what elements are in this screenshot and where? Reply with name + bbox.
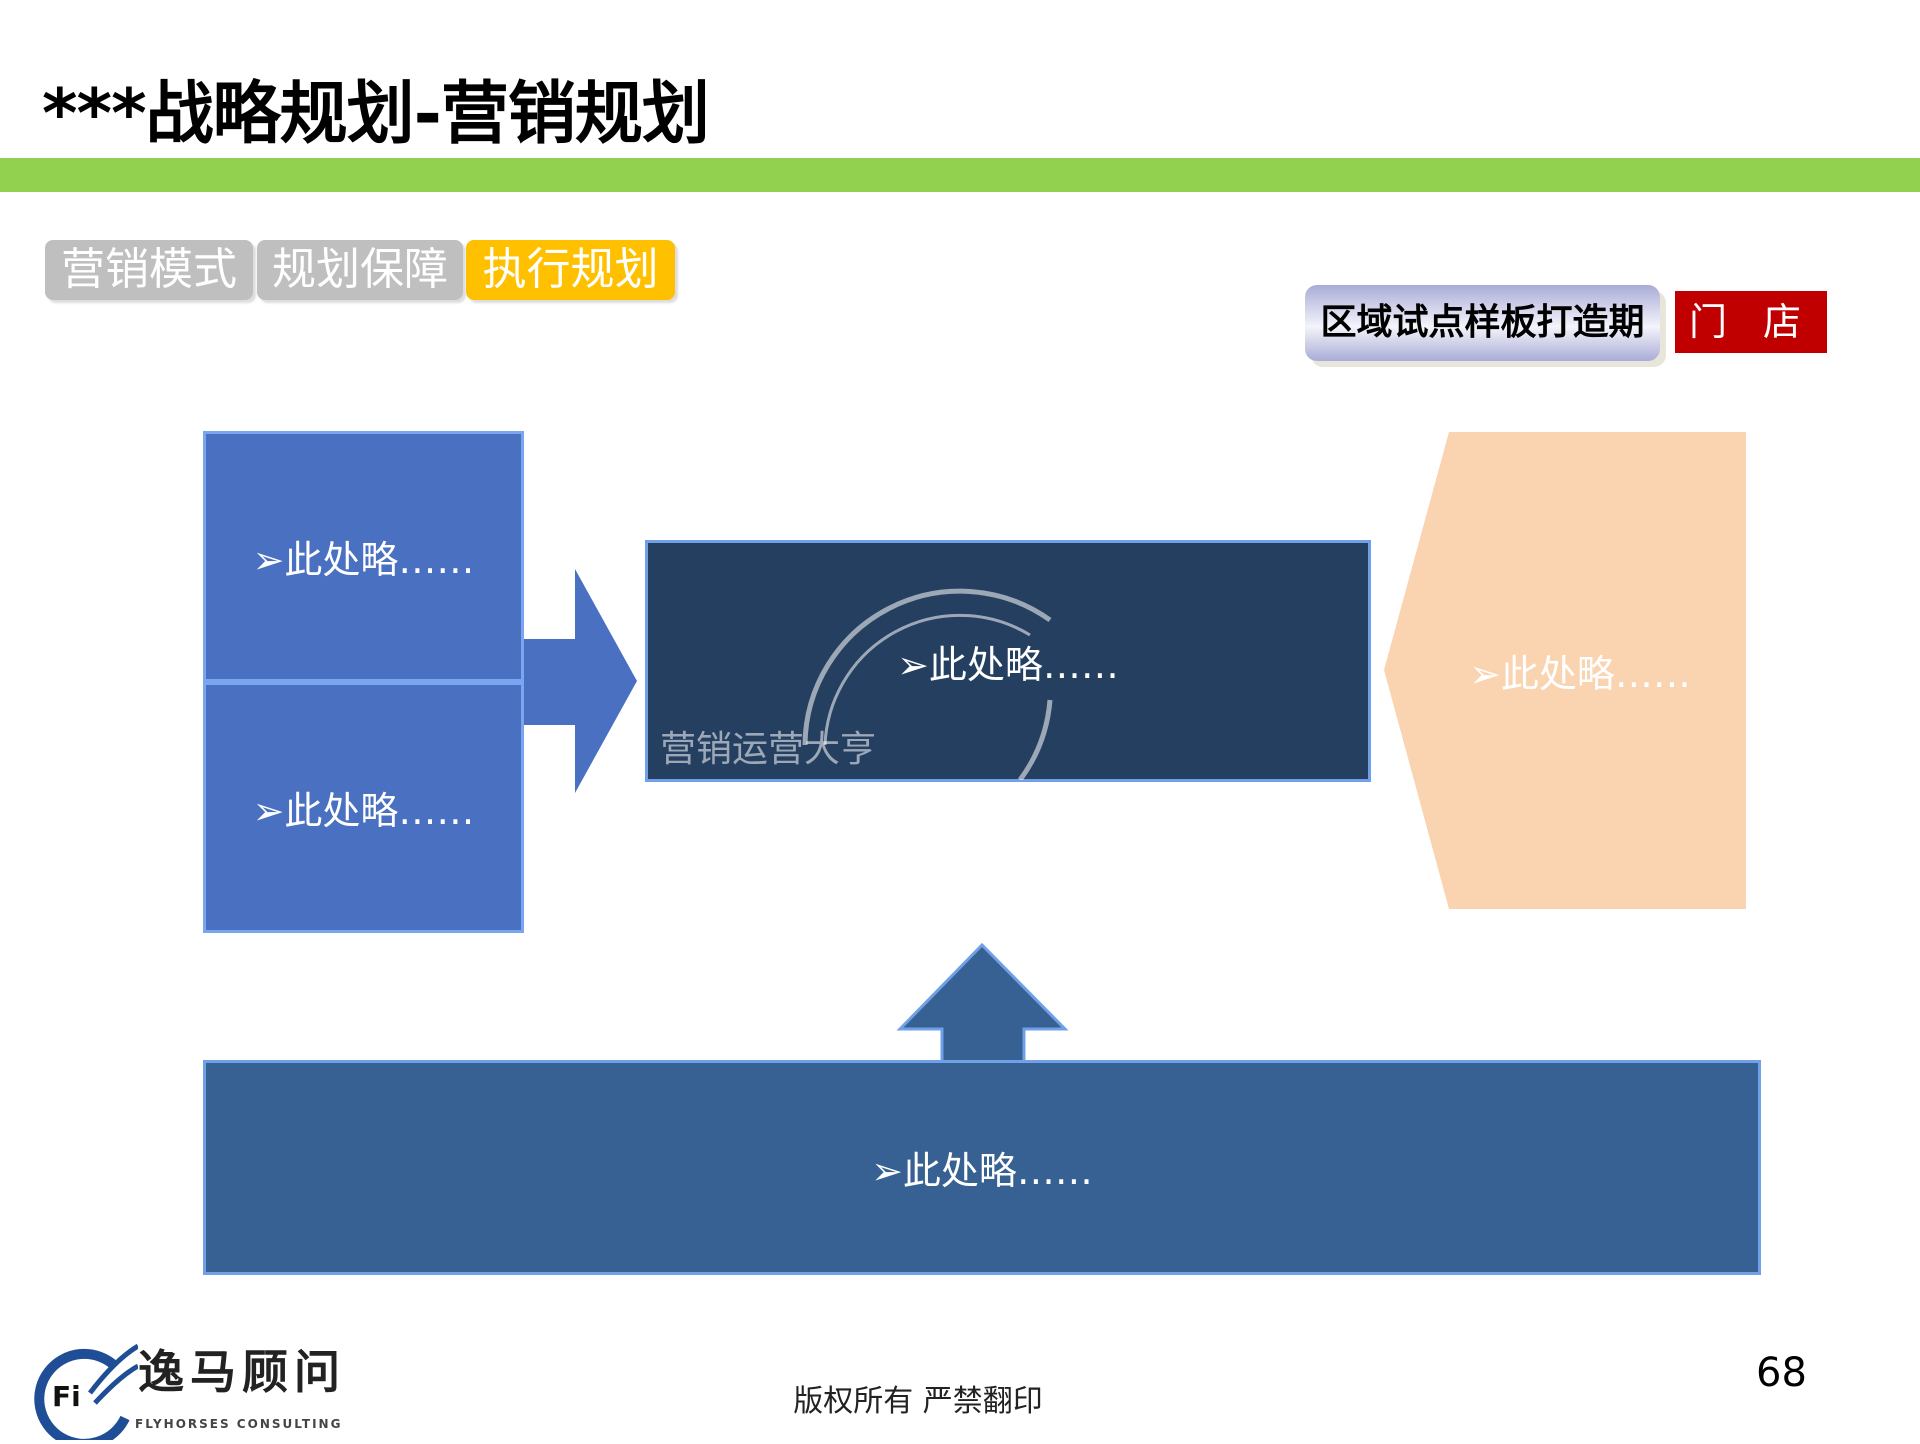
logo-en: FLYHORSES CONSULTING [135,1417,343,1431]
center-box: ➢此处略…… [645,540,1371,782]
copyright-footer: 版权所有 严禁翻印 [793,1384,1043,1419]
svg-text:Fi: Fi [52,1380,81,1413]
bottom-box: ➢此处略…… [203,1060,1761,1275]
watermark-stamp [802,588,1053,780]
title-divider [0,158,1920,192]
logo-mark-icon: Fi [34,1343,140,1444]
phase-badge: 区域试点样板打造期 [1305,285,1660,361]
tab-marketing-model[interactable]: 营销模式 [45,240,253,300]
store-label: 门 店 [1675,291,1827,353]
right-hexagon [1384,432,1746,909]
tab-execution-plan[interactable]: 执行规划 [466,240,675,300]
tab-planning-guarantee[interactable]: 规划保障 [257,240,463,300]
left-top-box: ➢此处略…… [203,431,524,682]
page-number: 68 [1756,1350,1807,1396]
watermark-text: 营销运营大亨 [660,729,877,770]
right-box-text: ➢此处略…… [1469,651,1691,696]
left-bottom-box: ➢此处略…… [203,682,524,933]
logo-cn: 逸马顾问 [138,1345,346,1399]
up-arrow-icon [896,942,1069,1064]
slide-title: ***战略规划-营销规划 [42,75,710,154]
right-arrow-icon [524,569,637,793]
company-logo: Fi 逸马顾问 FLYHORSES CONSULTING [20,1338,392,1444]
